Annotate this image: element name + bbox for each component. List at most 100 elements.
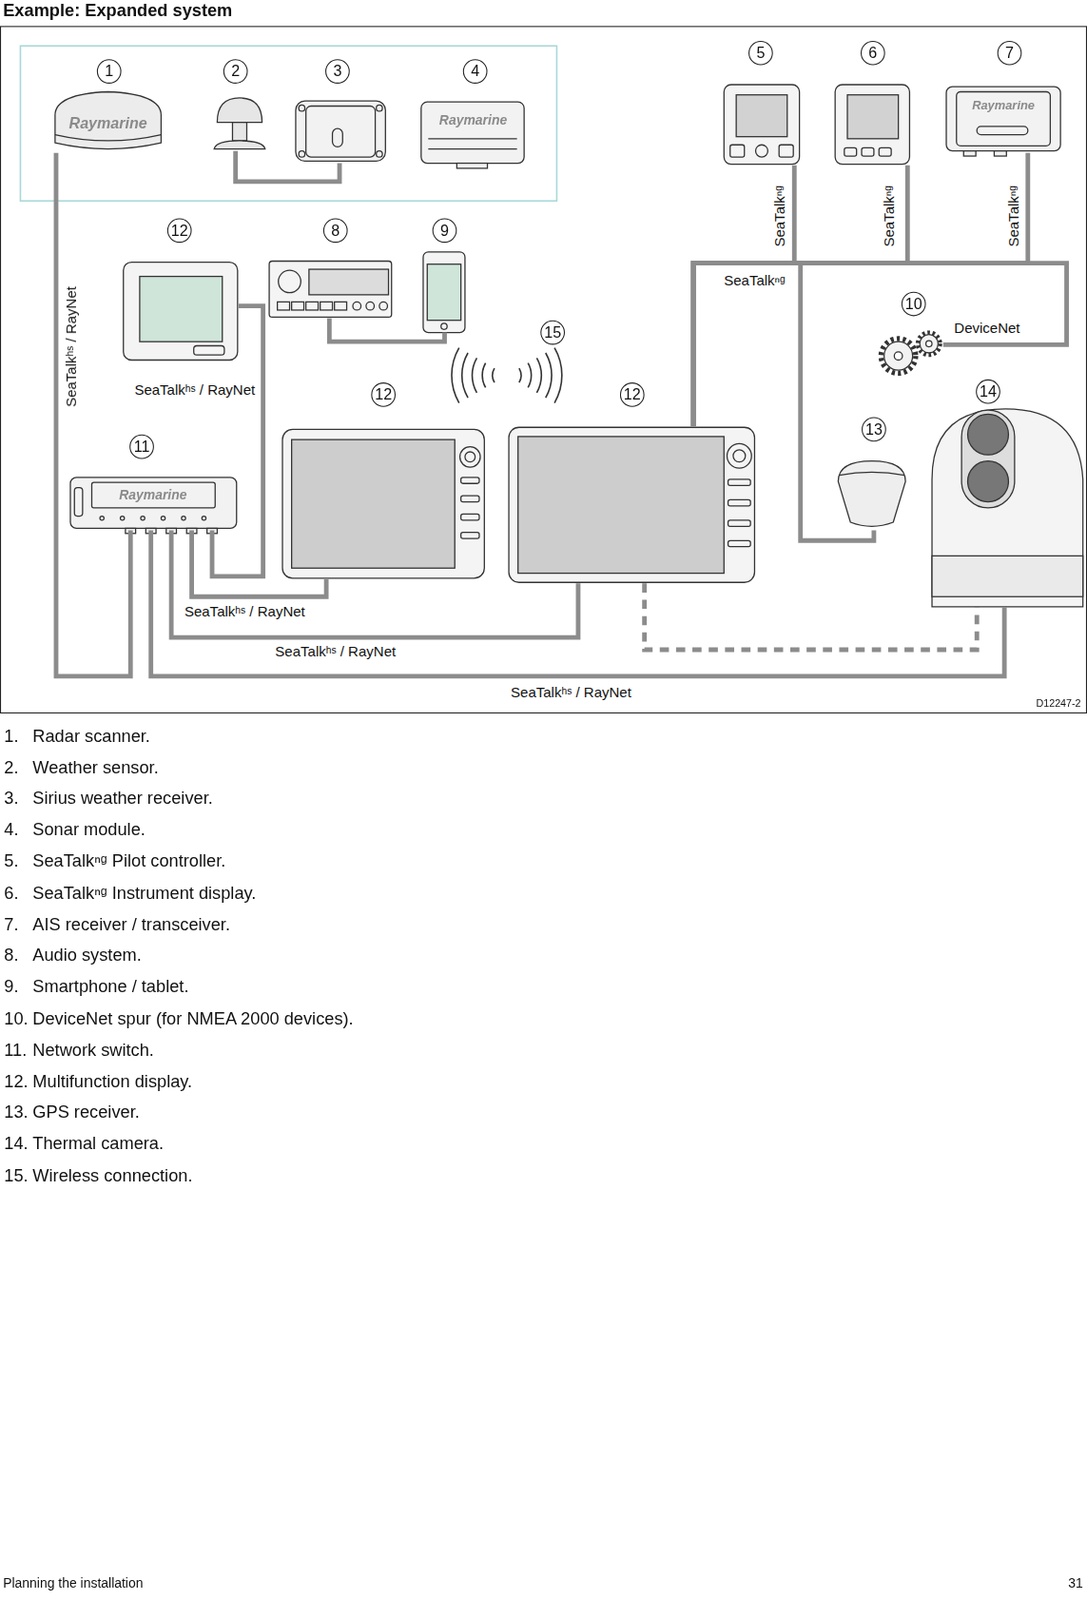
list-number: 2. bbox=[3, 757, 19, 777]
diagram-frame bbox=[0, 26, 1087, 714]
devicenet-gears bbox=[884, 341, 913, 370]
ais-transceiver bbox=[976, 126, 1029, 136]
network-cable bbox=[693, 263, 874, 542]
multifunction-display-medium bbox=[465, 451, 476, 463]
instrument-display bbox=[861, 147, 874, 156]
callout-number: 11 bbox=[129, 434, 155, 460]
network-switch bbox=[99, 516, 104, 521]
pilot-controller bbox=[778, 144, 794, 157]
sonar-module bbox=[421, 101, 525, 169]
devicenet-gears bbox=[926, 340, 932, 347]
instrument-display bbox=[847, 95, 899, 139]
audio-system bbox=[269, 260, 392, 317]
device-node: 8 bbox=[268, 259, 392, 318]
multifunction-display-medium bbox=[461, 532, 480, 539]
network-cable bbox=[171, 530, 579, 639]
weather-receiver bbox=[332, 128, 344, 147]
radar-scanner bbox=[55, 92, 162, 150]
thermal-camera bbox=[968, 461, 1010, 503]
callout-number: 7 bbox=[997, 40, 1023, 66]
radar-scanner bbox=[55, 92, 162, 150]
multifunction-display-medium bbox=[461, 495, 480, 502]
audio-system bbox=[306, 301, 319, 311]
weather-receiver bbox=[295, 100, 386, 161]
smartphone bbox=[441, 323, 447, 330]
pilot-controller bbox=[756, 144, 769, 157]
list-text: SeaTalkⁿᵍ Instrument display. bbox=[32, 882, 256, 903]
ais-transceiver bbox=[963, 151, 976, 156]
callout-number: 13 bbox=[861, 417, 887, 443]
instrument-display bbox=[834, 84, 910, 165]
multifunction-display bbox=[123, 262, 238, 361]
callout-number: 8 bbox=[323, 217, 349, 243]
ais-transceiver bbox=[993, 151, 1007, 156]
audio-system bbox=[309, 269, 389, 295]
sensor-group-outline bbox=[19, 45, 557, 201]
list-text: Radar scanner. bbox=[32, 725, 151, 746]
wireless-waves bbox=[527, 363, 531, 389]
list-number: 12. bbox=[3, 1070, 28, 1091]
pilot-controller bbox=[730, 144, 745, 157]
thermal-camera bbox=[931, 408, 1084, 607]
thermal-camera bbox=[968, 413, 1010, 455]
weather-receiver bbox=[295, 100, 386, 161]
instrument-display bbox=[834, 84, 910, 165]
list-number: 7. bbox=[3, 913, 19, 934]
pilot-controller bbox=[723, 84, 799, 165]
list-text: Audio system. bbox=[32, 945, 141, 966]
wireless-waves bbox=[451, 348, 563, 404]
wireless-waves bbox=[482, 363, 486, 389]
pilot-controller bbox=[736, 95, 788, 137]
list-number: 15. bbox=[3, 1165, 28, 1186]
wireless-waves bbox=[492, 368, 495, 383]
list-text: AIS receiver / transceiver. bbox=[32, 913, 231, 934]
cable-label: SeaTalkʰˢ / RayNet bbox=[508, 683, 634, 701]
network-switch bbox=[160, 516, 165, 521]
brand-logo: Raymarine bbox=[118, 487, 187, 503]
network-cable bbox=[693, 153, 1029, 427]
list-number: 10. bbox=[3, 1008, 28, 1029]
device-node: 7Raymarine bbox=[945, 85, 1062, 154]
diagram-title: Example: Expanded system bbox=[2, 0, 233, 20]
list-number: 14. bbox=[3, 1134, 28, 1155]
weather-sensor bbox=[213, 140, 266, 150]
multifunction-display-large bbox=[728, 520, 752, 526]
callout-number: 6 bbox=[860, 40, 886, 66]
callout-number: 3 bbox=[325, 58, 350, 84]
device-node: 12 bbox=[122, 260, 239, 361]
devicenet-gears bbox=[880, 332, 940, 374]
wireless-waves bbox=[451, 348, 460, 404]
list-text: GPS receiver. bbox=[32, 1103, 139, 1124]
network-switch bbox=[74, 487, 83, 517]
cable-label: SeaTalkⁿᵍ bbox=[880, 183, 898, 250]
audio-system bbox=[291, 301, 305, 311]
multifunction-display-large bbox=[508, 427, 755, 583]
device-node: 12 bbox=[281, 427, 486, 580]
gps-receiver bbox=[838, 471, 905, 475]
thermal-camera bbox=[931, 555, 1084, 597]
audio-system bbox=[379, 301, 389, 311]
cable-label: SeaTalkⁿᵍ bbox=[1005, 183, 1023, 250]
list-text: Thermal camera. bbox=[32, 1134, 164, 1155]
list-text: SeaTalkⁿᵍ Pilot controller. bbox=[32, 851, 226, 872]
wireless-waves bbox=[519, 368, 522, 383]
weather-sensor bbox=[232, 122, 247, 141]
devicenet-gears bbox=[893, 351, 903, 361]
radar-scanner bbox=[55, 135, 162, 141]
list-text: Smartphone / tablet. bbox=[32, 976, 189, 997]
list-number: 11. bbox=[3, 1039, 27, 1060]
cable-label: SeaTalkʰˢ / RayNet bbox=[132, 382, 257, 400]
cable-label: SeaTalkʰˢ / RayNet bbox=[62, 284, 80, 409]
device-node: 1Raymarine bbox=[53, 92, 164, 154]
device-node: 12 bbox=[507, 426, 757, 583]
sonar-module bbox=[421, 101, 525, 163]
multifunction-display bbox=[123, 262, 238, 361]
list-number: 3. bbox=[3, 788, 19, 809]
brand-logo: Raymarine bbox=[69, 115, 148, 133]
ais-transceiver bbox=[946, 86, 1061, 152]
smartphone bbox=[427, 264, 461, 321]
footer-text: Planning the installation bbox=[2, 1575, 143, 1592]
cable-label: SeaTalkⁿᵍ bbox=[721, 271, 788, 290]
list-text: Wireless connection. bbox=[32, 1165, 193, 1186]
wireless-waves bbox=[536, 357, 542, 392]
